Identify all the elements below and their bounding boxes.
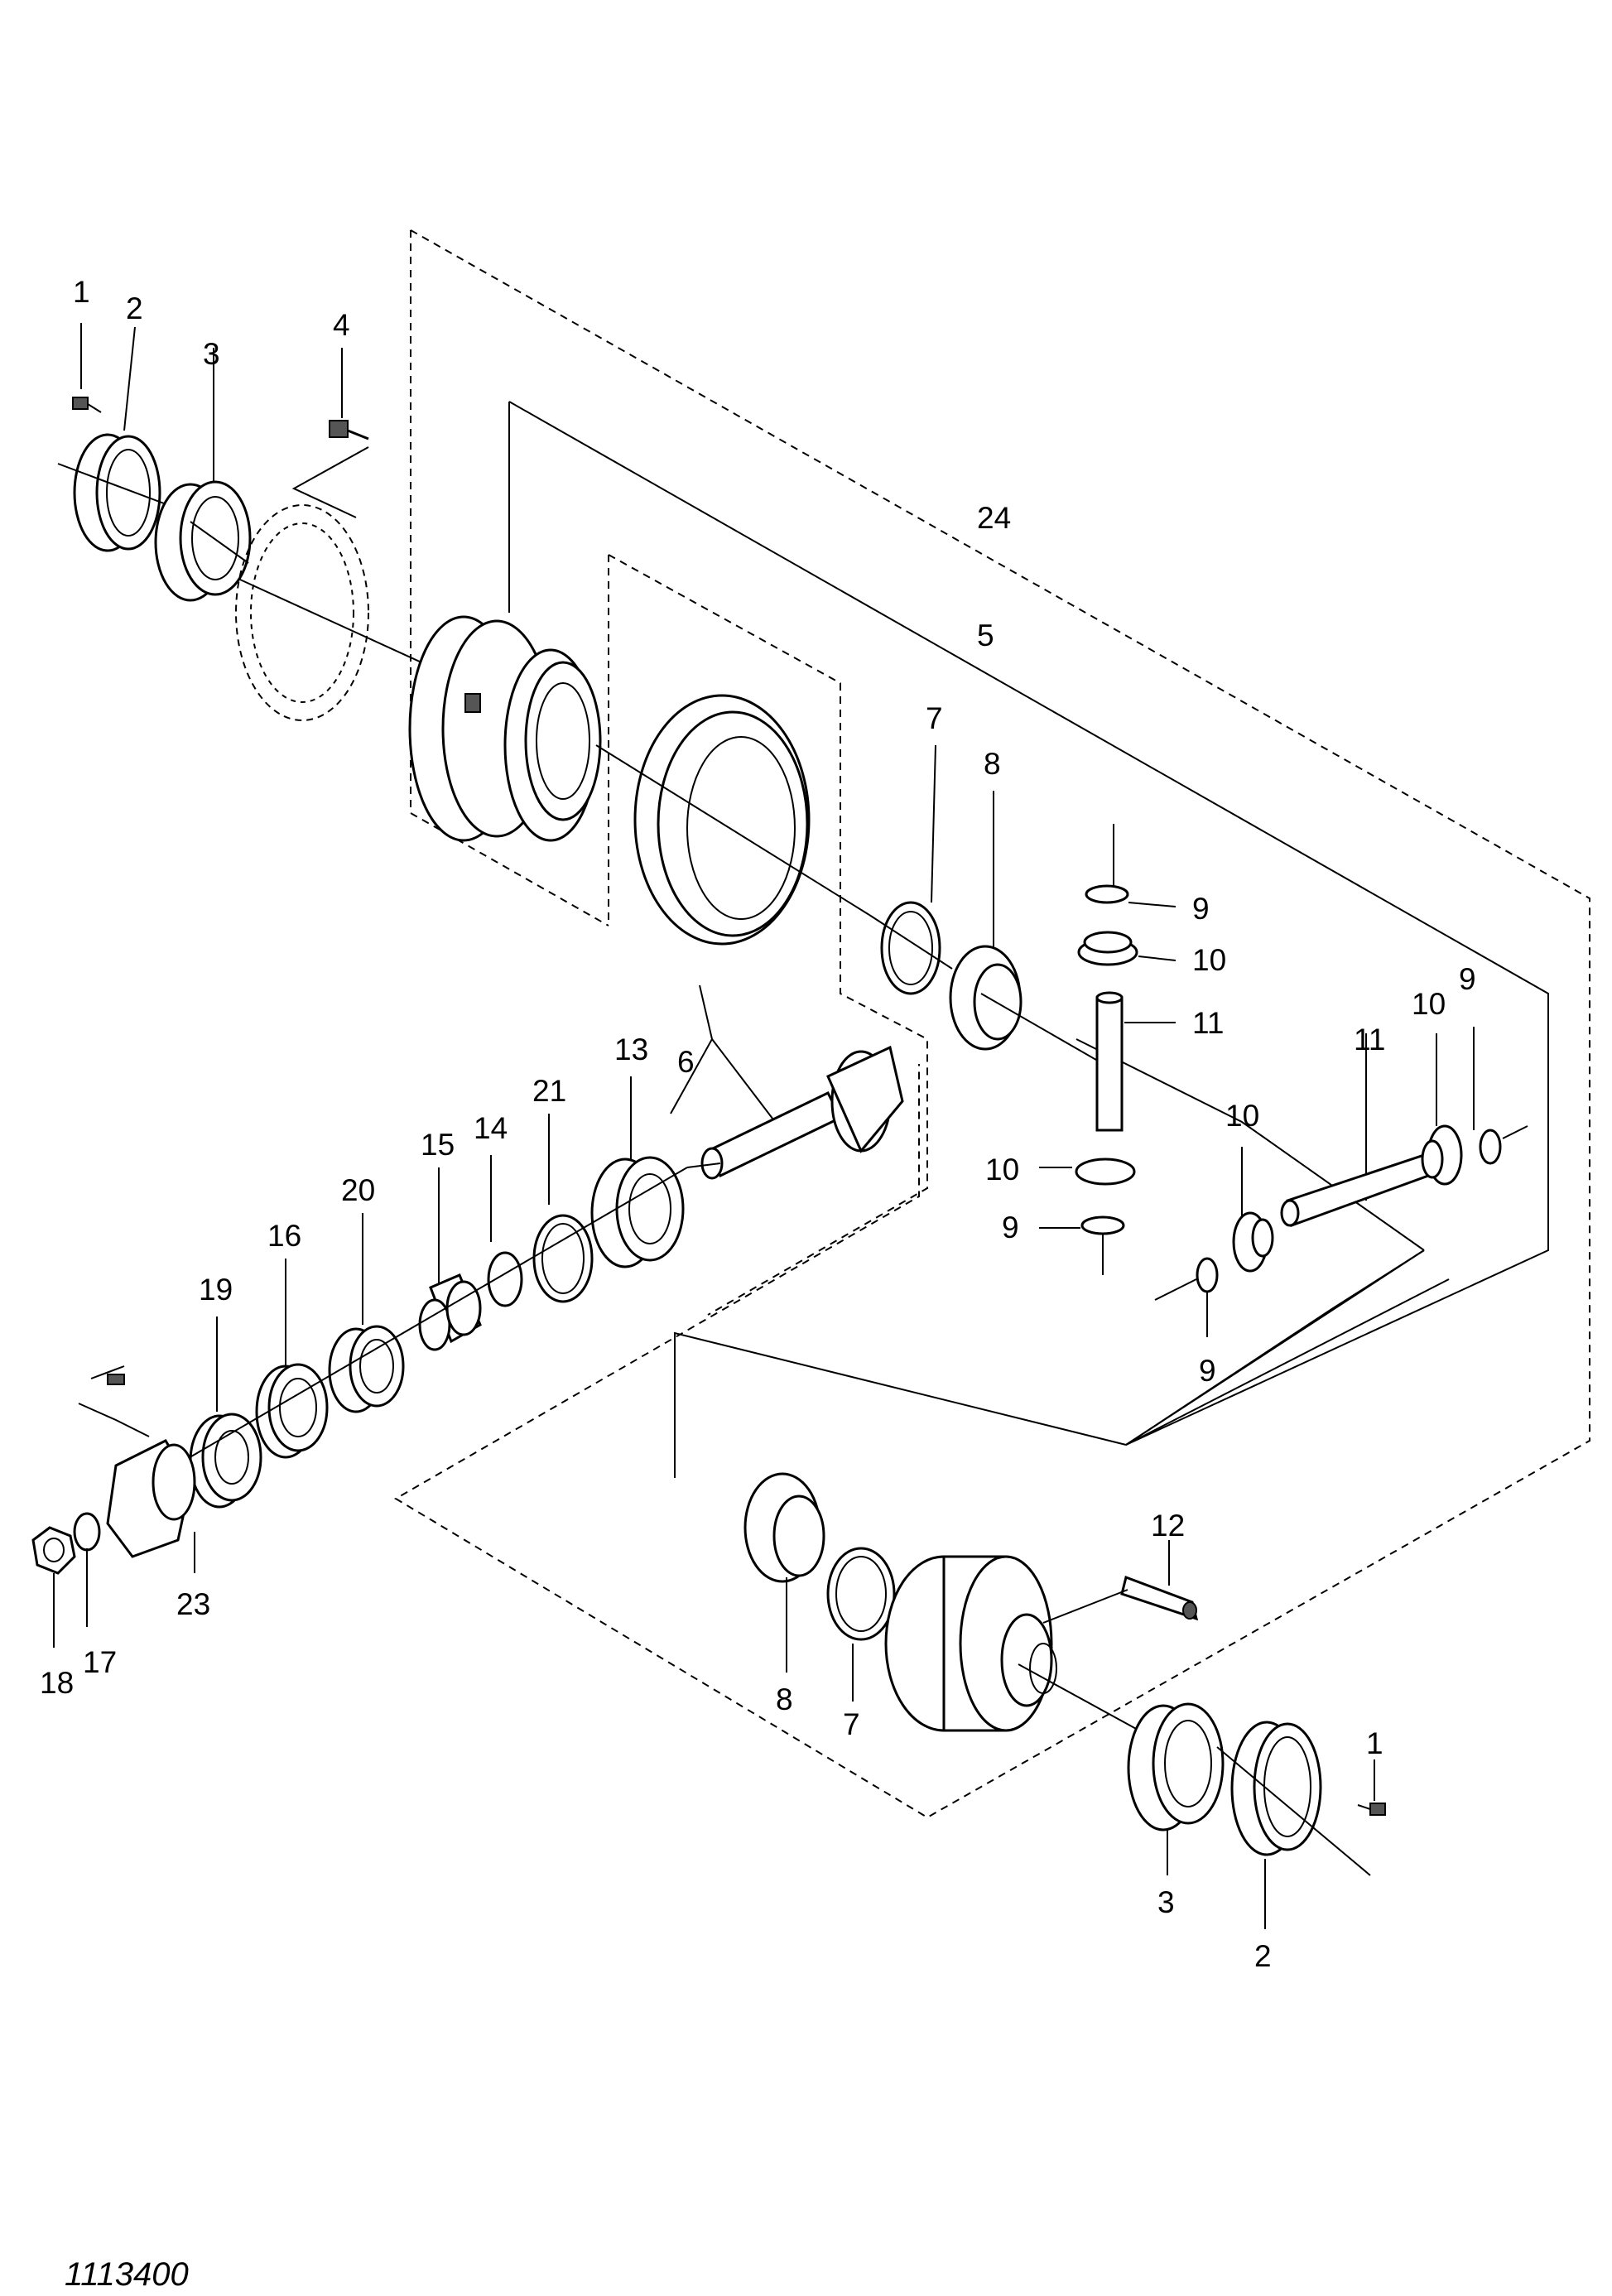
callout-13: 13	[614, 1032, 648, 1066]
screw-1-top	[72, 323, 102, 413]
callout-3: 3	[1157, 1885, 1175, 1919]
differential-case-lower	[884, 1555, 1148, 1735]
callout-9: 9	[1199, 1354, 1216, 1388]
seal-16	[255, 1259, 329, 1459]
callout-23: 23	[176, 1587, 210, 1621]
callout-16: 16	[267, 1219, 301, 1253]
drive-pinion	[686, 1045, 904, 1180]
snap-ring-17	[73, 1512, 101, 1627]
callout-8: 8	[984, 747, 1001, 781]
callout-20: 20	[341, 1173, 375, 1207]
thrust-washer-7-top	[869, 744, 953, 995]
callout-4: 4	[333, 308, 350, 342]
callout-7: 7	[843, 1707, 860, 1741]
callout-1: 1	[73, 275, 90, 309]
callout-7: 7	[926, 701, 943, 735]
callout-6: 6	[677, 1045, 695, 1079]
thrust-washer-7-bottom	[826, 1547, 896, 1702]
callout-11: 11	[1192, 1006, 1224, 1040]
adjusting-ring-2-bottom	[1216, 1721, 1371, 1929]
bearing-20	[328, 1213, 405, 1413]
gasket-shim	[235, 504, 431, 721]
callout-17: 17	[83, 1645, 117, 1679]
callout-1: 1	[1366, 1726, 1383, 1760]
callout-5: 5	[977, 619, 994, 652]
ring-gear	[595, 694, 870, 946]
washer-19	[161, 1167, 688, 1509]
bearing-13	[590, 1076, 685, 1268]
adjusting-ring-2-top	[57, 326, 191, 552]
callout-19: 19	[199, 1273, 233, 1307]
nut-18	[31, 1526, 76, 1648]
callout-14: 14	[474, 1111, 508, 1145]
assembly-6-outline	[608, 554, 928, 1316]
callout-9: 9	[1459, 962, 1476, 996]
differential-case-upper	[408, 615, 602, 842]
callout-10: 10	[985, 1153, 1019, 1187]
bearing-3-bottom	[1127, 1702, 1225, 1875]
callout-10: 10	[1192, 943, 1226, 977]
callout-9: 9	[1192, 892, 1210, 926]
callout-18: 18	[40, 1666, 74, 1700]
assembly-24-outline	[394, 229, 1590, 1819]
callout-24: 24	[977, 501, 1011, 535]
shim-21	[532, 1114, 594, 1303]
spider-gear-stack-vertical	[1039, 824, 1177, 1275]
callout-2: 2	[126, 291, 143, 325]
assembly-5-outline	[508, 401, 1549, 1446]
screw-1-bottom	[1357, 1759, 1386, 1816]
callout-8: 8	[776, 1682, 793, 1716]
callout-3: 3	[203, 337, 220, 371]
drawing-reference-number: 1113400	[65, 2256, 189, 2293]
callout-10: 10	[1225, 1099, 1259, 1133]
side-gear-8-top	[949, 791, 1119, 1073]
ring-14	[487, 1155, 523, 1307]
callout-15: 15	[421, 1128, 455, 1162]
callout-21: 21	[532, 1074, 566, 1108]
callout-12: 12	[1151, 1509, 1185, 1543]
spider-gear-stack-horizontal	[1154, 1027, 1528, 1337]
spacer-15	[418, 1167, 482, 1351]
bolt-4	[291, 348, 369, 518]
callout-11: 11	[1354, 1023, 1385, 1057]
side-gear-8-bottom	[743, 1472, 825, 1673]
bearing-3-top	[154, 348, 252, 602]
bolt-12	[1042, 1540, 1199, 1624]
flange-yoke-23	[78, 1365, 196, 1573]
callout-10: 10	[1412, 987, 1446, 1021]
callout-9: 9	[1002, 1211, 1019, 1244]
callout-2: 2	[1254, 1939, 1272, 1973]
